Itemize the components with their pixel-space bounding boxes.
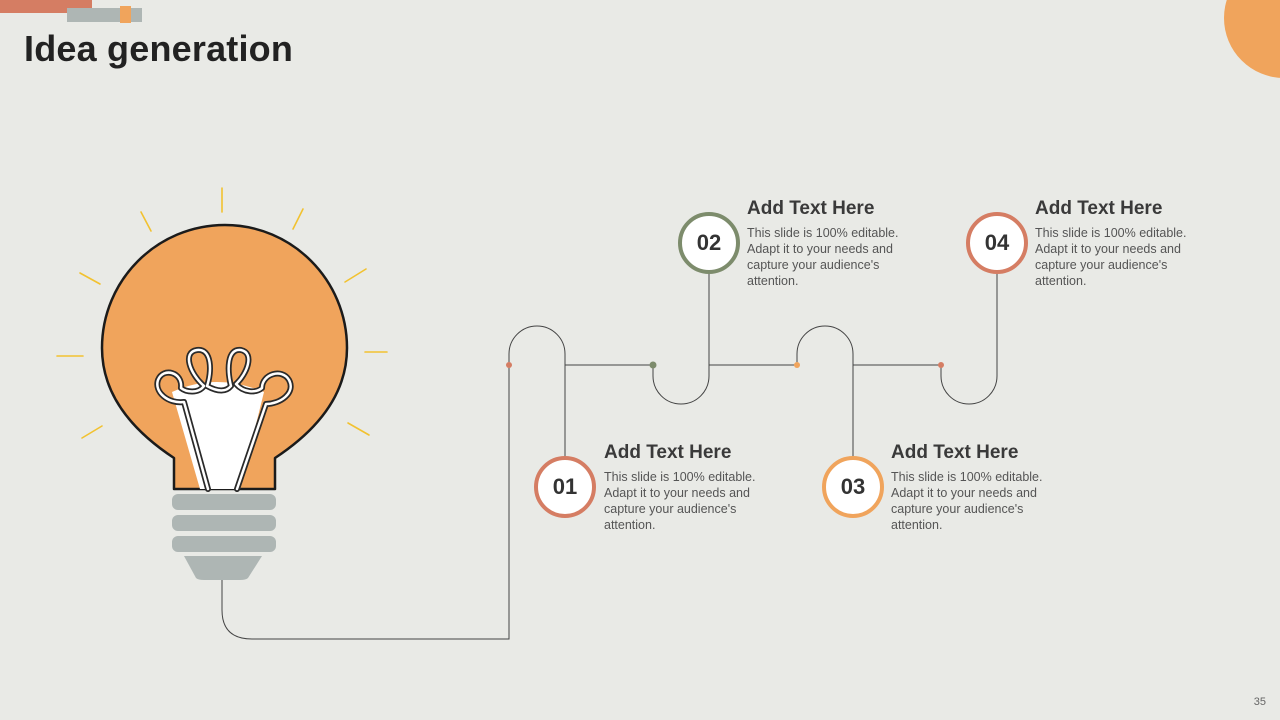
timeline-dot	[649, 361, 657, 369]
connector-line	[221, 325, 566, 640]
page-number: 35	[1253, 696, 1266, 708]
step-title: Add Text Here	[1035, 198, 1163, 219]
decor-square-orange	[120, 6, 131, 23]
step-description: This slide is 100% editable. Adapt it to…	[1035, 226, 1187, 288]
step-number-badge: 02	[678, 212, 740, 274]
lightbulb-icon	[100, 223, 349, 580]
timeline-dot	[794, 362, 800, 368]
step-number-badge: 01	[534, 456, 596, 518]
step-title: Add Text Here	[604, 442, 732, 463]
timeline-line	[565, 274, 998, 460]
slide-title: Idea generation	[24, 28, 294, 69]
step-title: Add Text Here	[747, 198, 875, 219]
step-number-badge: 03	[822, 456, 884, 518]
step-description: This slide is 100% editable. Adapt it to…	[604, 470, 756, 532]
step-description: This slide is 100% editable. Adapt it to…	[891, 470, 1043, 532]
step-number-badge: 04	[966, 212, 1028, 274]
timeline-dot	[506, 362, 512, 368]
step-title: Add Text Here	[891, 442, 1019, 463]
step-description: This slide is 100% editable. Adapt it to…	[747, 226, 899, 288]
light-rays-icon	[56, 187, 388, 439]
timeline-dot	[938, 362, 944, 368]
